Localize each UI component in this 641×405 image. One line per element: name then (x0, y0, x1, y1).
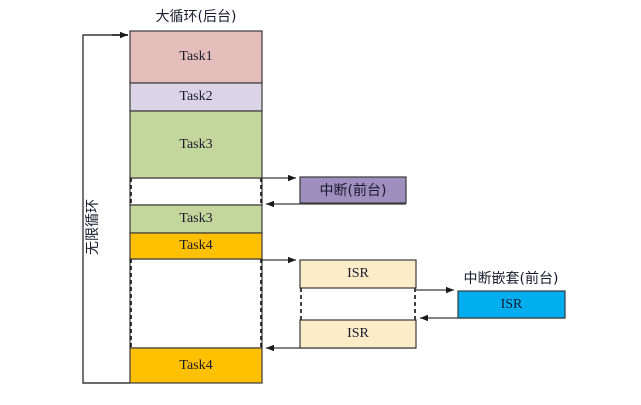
main-column-gaps (129, 177, 263, 349)
title-big-loop: 大循环(后台) (155, 9, 237, 25)
dashed-guides-isr (300, 288, 416, 320)
block-task3-first (129, 110, 263, 179)
block-isr-top (299, 259, 417, 289)
block-task4-first (129, 232, 263, 260)
interrupt-flow-arrows (262, 174, 406, 208)
block-isr-nested (457, 290, 566, 319)
block-task1 (129, 30, 263, 84)
block-task4-last (129, 347, 263, 384)
block-task2 (129, 82, 263, 112)
block-isr-bottom (299, 319, 417, 349)
infinite-loop-bracket (82, 31, 130, 384)
dashed-guides-main (130, 178, 262, 348)
label-nested-interrupt: 中断嵌套(前台) (463, 271, 559, 287)
block-interrupt (299, 176, 407, 204)
task-blocks (129, 30, 263, 384)
block-task3-second (129, 204, 263, 234)
label-infinite-loop: 无限循环 (85, 199, 101, 255)
